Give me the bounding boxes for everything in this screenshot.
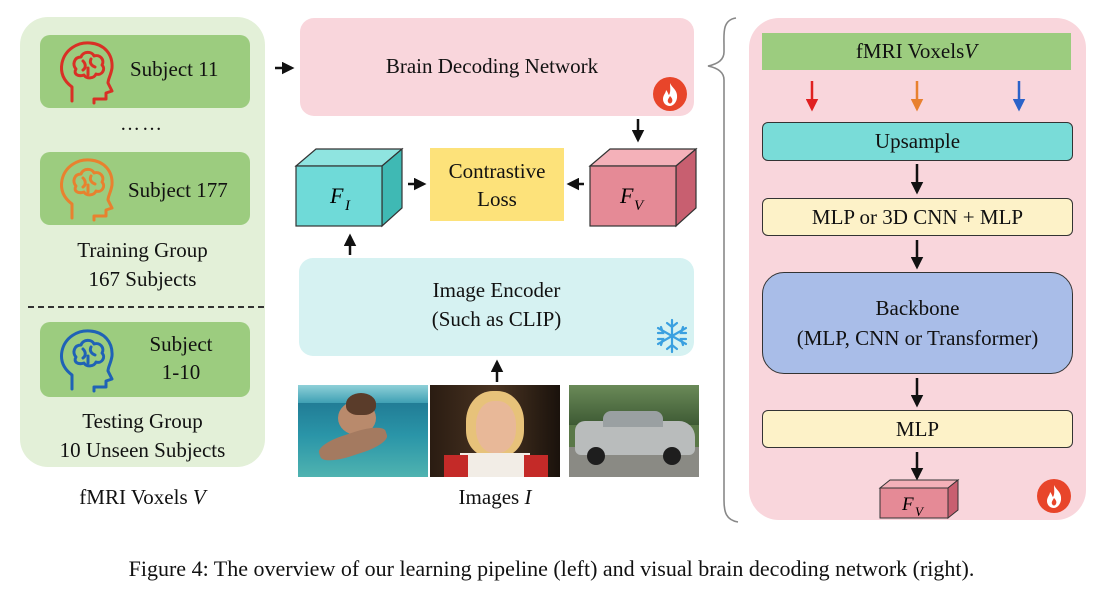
training-group-count: 167 Subjects — [88, 267, 197, 291]
fmri-voxels-footer: fMRI Voxels V — [20, 485, 265, 510]
fv-output-symbol: F — [901, 494, 914, 515]
subject-card-177: Subject 177 — [40, 152, 250, 225]
subject-label-line2: 1-10 — [161, 360, 201, 384]
subject-card-1-10: Subject 1-10 — [40, 322, 250, 397]
fmri-voxels-text: fMRI Voxels — [79, 485, 193, 509]
fmri-voxels-input-text: fMRI Voxels — [855, 39, 965, 63]
testing-group-label: Testing Group 10 Unseen Subjects — [20, 407, 265, 465]
brain-decoding-network: Brain Decoding Network — [300, 18, 694, 116]
backbone-block: Backbone (MLP, CNN or Transformer) — [762, 272, 1073, 374]
subject-label: Subject 11 — [130, 57, 219, 81]
contrastive-loss: Contrastive Loss — [430, 148, 564, 221]
subject-card-11: Subject 11 — [40, 35, 250, 108]
mlp-cnn-label: MLP or 3D CNN + MLP — [811, 204, 1024, 229]
fi-subscript: I — [344, 198, 351, 214]
fi-feature-cube: F I — [294, 147, 404, 228]
training-group-label: Training Group 167 Subjects — [20, 236, 265, 294]
fv-output-cube: F V — [878, 478, 960, 520]
mlp-block: MLP — [762, 410, 1073, 448]
image-woman — [430, 385, 560, 477]
ellipsis: …… — [120, 113, 164, 135]
figure-caption: Figure 4: The overview of our learning p… — [128, 556, 975, 581]
mlp-label: MLP — [895, 416, 940, 441]
right-flow-arrows — [910, 164, 924, 481]
backbone-title: Backbone — [875, 296, 960, 320]
fmri-voxels-var: V — [192, 485, 206, 509]
fire-icon — [653, 77, 687, 111]
snowflake-icon — [656, 318, 688, 354]
images-text: Images — [458, 485, 525, 509]
mlp-cnn-block: MLP or 3D CNN + MLP — [762, 198, 1073, 236]
testing-group-title: Testing Group — [82, 409, 203, 433]
fv-subscript: V — [634, 198, 645, 214]
brain-decoding-label: Brain Decoding Network — [385, 53, 599, 78]
fv-symbol: F — [619, 183, 634, 208]
subject-label-line1: Subject — [149, 332, 213, 356]
fv-feature-cube: F V — [588, 147, 698, 228]
brain-head-icon — [60, 329, 114, 393]
colored-input-arrows — [805, 81, 1026, 112]
upsample-label: Upsample — [874, 129, 961, 153]
fmri-voxels-input-var: V — [964, 39, 978, 63]
training-group-title: Training Group — [77, 238, 208, 262]
fire-icon — [1037, 479, 1071, 513]
fv-output-subscript: V — [915, 504, 925, 519]
brain-head-icon — [60, 41, 114, 105]
backbone-subtitle: (MLP, CNN or Transformer) — [796, 326, 1039, 350]
contrastive-loss-line1: Contrastive — [448, 158, 546, 183]
fi-symbol: F — [329, 183, 344, 208]
upsample-block: Upsample — [762, 122, 1073, 161]
image-car — [569, 385, 699, 477]
subject-label: Subject 1-10 — [136, 330, 226, 386]
images-var: I — [524, 485, 532, 509]
subject-label: Subject 177 — [128, 178, 228, 202]
image-encoder-title: Image Encoder — [432, 278, 561, 302]
testing-group-count: 10 Unseen Subjects — [59, 438, 226, 462]
image-encoder-subtitle: (Such as CLIP) — [431, 307, 562, 331]
image-swimmer — [298, 385, 428, 477]
contrastive-loss-line2: Loss — [477, 186, 517, 211]
image-encoder: Image Encoder (Such as CLIP) — [299, 258, 694, 356]
right-brace — [707, 17, 739, 523]
images-label: Images I — [430, 485, 560, 510]
group-divider — [28, 306, 264, 308]
fmri-voxels-input: fMRI Voxels V — [762, 33, 1071, 70]
brain-head-icon — [60, 158, 114, 222]
